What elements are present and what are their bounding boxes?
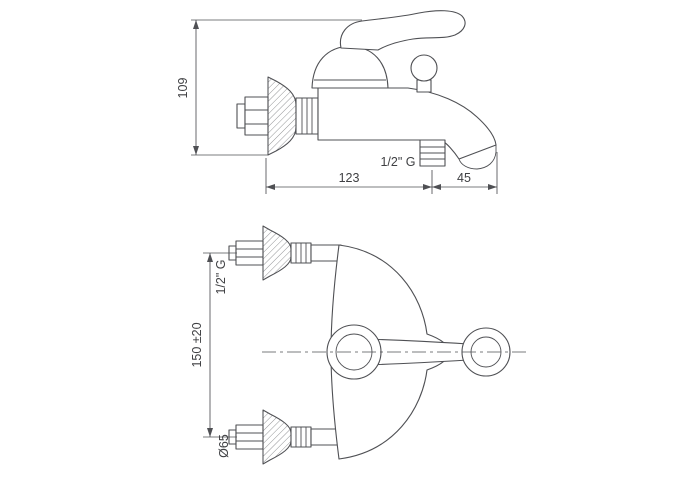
escutcheon-top <box>262 225 292 281</box>
front-view: 150 ±20 1/2" G Ø65 <box>190 225 528 465</box>
arrowhead <box>488 184 497 190</box>
diverter-knob <box>410 54 438 82</box>
thread-label-inlet: 1/2" G <box>214 259 228 294</box>
arrowhead <box>193 20 199 29</box>
lever-handle <box>339 10 466 51</box>
thread-lines <box>301 98 313 134</box>
escutcheon-bottom <box>262 409 292 465</box>
thread-label-outlet: 1/2" G <box>380 155 415 169</box>
arrowhead <box>207 428 213 437</box>
aerator <box>458 145 497 170</box>
arrowhead <box>193 146 199 155</box>
thread-lines <box>295 243 307 263</box>
arrowhead <box>266 184 275 190</box>
diverter-stem <box>416 79 432 93</box>
front-view-faucet <box>228 225 528 465</box>
mounting-nut-bottom <box>235 424 264 450</box>
wall-plate <box>236 103 246 129</box>
arrowhead <box>432 184 441 190</box>
outlet-thread-lines <box>420 146 445 160</box>
escutcheon <box>267 76 297 156</box>
arrowhead <box>207 253 213 262</box>
dome-cap <box>311 45 389 89</box>
thread-lines <box>295 427 307 447</box>
dim-label-109: 109 <box>176 78 190 99</box>
side-view-faucet <box>236 10 497 170</box>
diameter-label-flange: Ø65 <box>217 434 231 458</box>
dim-label-45: 45 <box>457 171 471 185</box>
dim-label-150: 150 ±20 <box>190 322 204 367</box>
front-view-dimensions: 150 ±20 1/2" G Ø65 <box>190 252 237 458</box>
side-view: 109 123 45 1/2" G <box>176 10 498 194</box>
mounting-nut-top <box>235 240 264 266</box>
side-view-dimensions: 109 123 45 1/2" G <box>176 19 498 194</box>
inlet-tube-top <box>310 244 342 262</box>
arrowhead <box>423 184 432 190</box>
mounting-nut <box>244 96 269 136</box>
faucet-body-spout <box>317 87 497 160</box>
dim-label-123: 123 <box>339 171 360 185</box>
